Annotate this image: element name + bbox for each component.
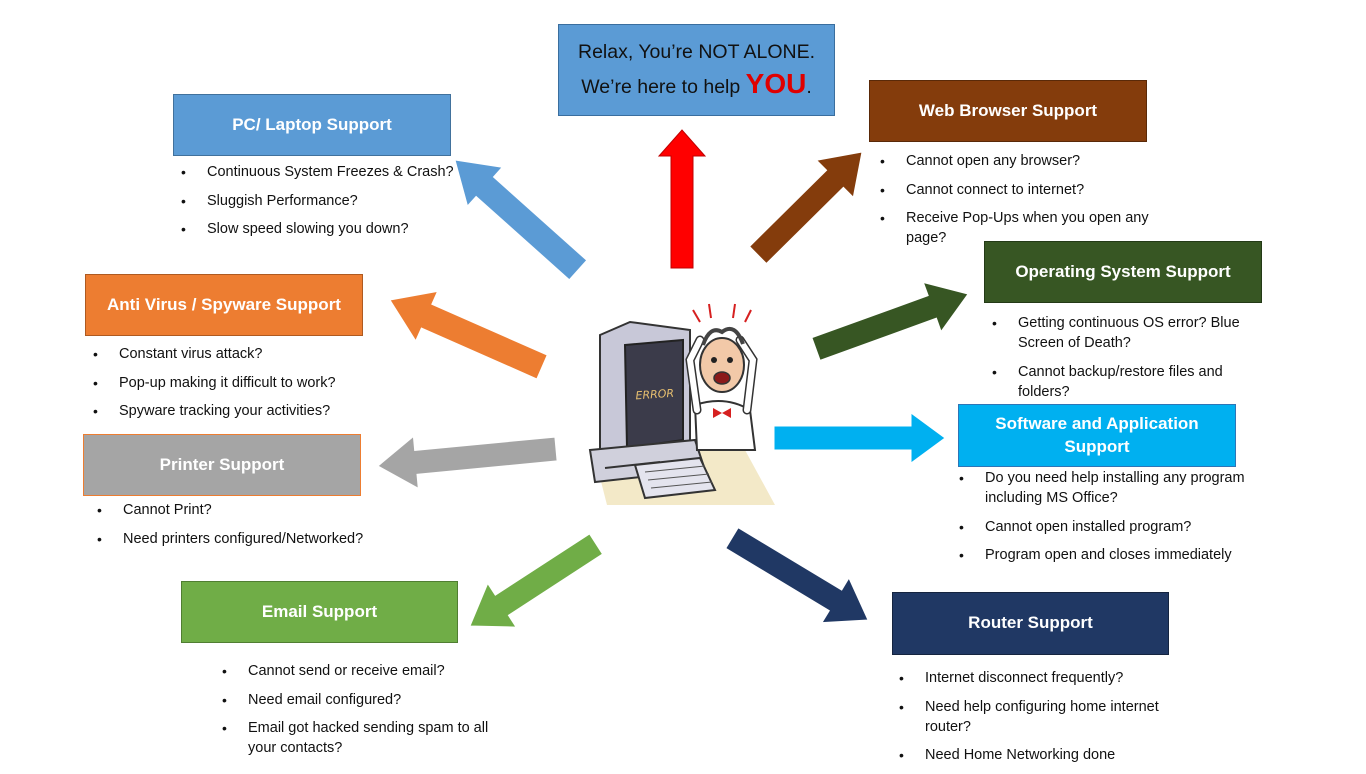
headline-line1: Relax, You’re NOT ALONE. xyxy=(577,41,815,63)
web-browser-support-list: Cannot open any browser? Cannot connect t… xyxy=(872,151,1166,257)
antivirus-support-list: Constant virus attack? Pop-up making it d… xyxy=(85,344,439,430)
frustrated-user-computer-illustration: ERROR xyxy=(588,303,775,505)
pc-support-box: PC/ Laptop Support xyxy=(173,94,451,156)
os-support-box: Operating System Support xyxy=(984,241,1262,303)
printer-support-list: Cannot Print? Need printers configured/Ne… xyxy=(89,500,453,557)
router-support-box: Router Support xyxy=(892,592,1169,655)
list-item: Need Home Networking done xyxy=(899,745,1185,765)
list-item: Program open and closes immediately xyxy=(959,545,1245,565)
list-item: Slow speed slowing you down? xyxy=(181,219,467,239)
printer-support-box: Printer Support xyxy=(83,434,361,496)
list-item: Receive Pop-Ups when you open any page? xyxy=(880,208,1166,248)
monitor-screen xyxy=(623,338,684,450)
antivirus-arrow xyxy=(389,290,548,380)
headline-box: Relax, You’re NOT ALONE. We’re here to h… xyxy=(558,24,835,116)
list-item: Sluggish Performance? xyxy=(181,191,467,211)
man-head xyxy=(699,337,745,393)
list-item: Cannot open any browser? xyxy=(880,151,1166,171)
headline-line2-suffix: . xyxy=(806,76,812,98)
router-arrow xyxy=(725,527,869,624)
email-support-box: Email Support xyxy=(181,581,458,643)
printer-arrow xyxy=(377,435,558,490)
web-arrow xyxy=(748,151,863,265)
web-browser-support-title: Web Browser Support xyxy=(918,100,1098,120)
software-support-title: Software and Application Support xyxy=(995,413,1199,456)
list-item: Spyware tracking your activities? xyxy=(93,401,439,421)
list-item: Need email configured? xyxy=(222,690,508,710)
list-item: Cannot Print? xyxy=(97,500,453,520)
list-item: Continuous System Freezes & Crash? xyxy=(181,162,467,182)
antivirus-support-box: Anti Virus / Spyware Support xyxy=(85,274,363,336)
list-item: Getting continuous OS error? Blue Screen… xyxy=(992,313,1278,353)
pc-support-list: Continuous System Freezes & Crash? Sluggi… xyxy=(173,162,467,248)
software-support-list: Do you need help installing any program … xyxy=(951,468,1245,574)
list-item: Need help configuring home internet rout… xyxy=(899,697,1185,737)
pc-arrow xyxy=(454,159,588,281)
os-support-list: Getting continuous OS error? Blue Screen… xyxy=(984,313,1278,410)
list-item: Cannot send or receive email? xyxy=(222,661,508,681)
list-item: Cannot open installed program? xyxy=(959,517,1245,537)
router-support-list: Internet disconnect frequently? Need help… xyxy=(891,668,1185,774)
headline-emphasis: YOU xyxy=(745,68,807,99)
list-item: Constant virus attack? xyxy=(93,344,439,364)
keyboard-icon xyxy=(633,456,717,500)
man-body xyxy=(693,400,757,451)
software-arrow xyxy=(773,412,946,464)
os-support-title: Operating System Support xyxy=(1015,261,1231,281)
antivirus-support-title: Anti Virus / Spyware Support xyxy=(107,294,341,314)
list-item: Do you need help installing any program … xyxy=(959,468,1245,508)
router-support-title: Router Support xyxy=(968,613,1093,633)
screen-error-text: ERROR xyxy=(635,387,674,403)
web-browser-support-box: Web Browser Support xyxy=(869,80,1147,142)
list-item: Cannot connect to internet? xyxy=(880,180,1166,200)
list-item: Internet disconnect frequently? xyxy=(899,668,1185,688)
headline-line2: We’re here to help YOU. xyxy=(559,68,834,103)
list-item: Cannot backup/restore files and folders? xyxy=(992,362,1278,402)
email-support-title: Email Support xyxy=(261,601,378,621)
list-item: Pop-up making it difficult to work? xyxy=(93,373,439,393)
os-arrow xyxy=(811,281,969,361)
email-support-list: Cannot send or receive email? Need email … xyxy=(214,661,508,767)
list-item: Need printers configured/Networked? xyxy=(97,529,453,549)
software-support-box: Software and Application Support xyxy=(958,404,1236,467)
email-arrow xyxy=(469,533,604,628)
headline-arrow-arrow xyxy=(657,129,707,269)
pc-support-title: PC/ Laptop Support xyxy=(232,114,392,134)
headline-line2-prefix: We’re here to help xyxy=(581,76,746,98)
printer-support-title: Printer Support xyxy=(159,454,285,474)
list-item: Email got hacked sending spam to all you… xyxy=(222,718,508,758)
